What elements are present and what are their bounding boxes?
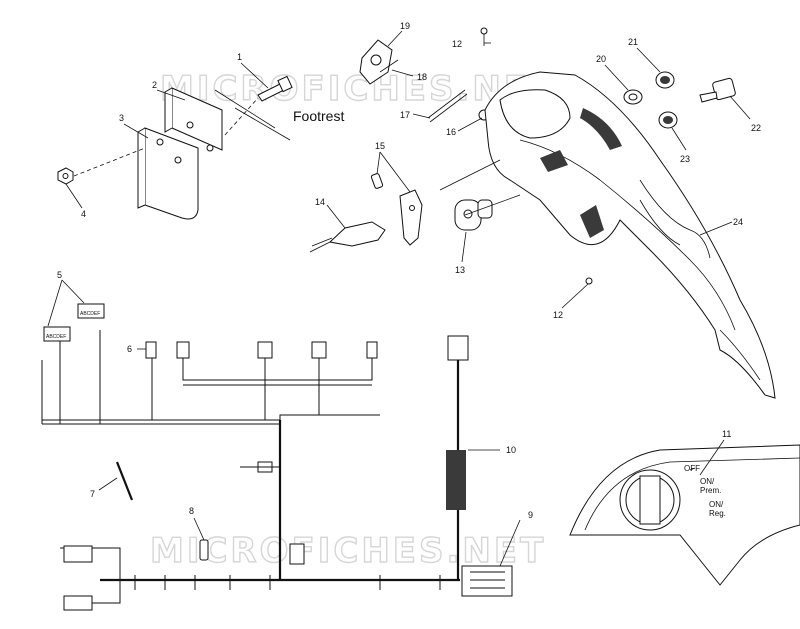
callout-3: 3 bbox=[119, 113, 124, 123]
ignition-switch-panel bbox=[569, 444, 800, 586]
callout-18: 18 bbox=[417, 72, 427, 82]
callout-21: 21 bbox=[628, 37, 638, 47]
leader-lines bbox=[47, 30, 751, 567]
connector-pins-right: ABCDEF bbox=[80, 311, 100, 317]
callout-20: 20 bbox=[596, 54, 606, 64]
callout-7: 7 bbox=[90, 489, 95, 499]
callout-11: 11 bbox=[722, 429, 731, 439]
side-panel bbox=[484, 71, 776, 399]
callout-17: 17 bbox=[400, 110, 410, 120]
callout-12-bottom: 12 bbox=[553, 310, 563, 320]
callout-15: 15 bbox=[375, 141, 385, 151]
switch-on-prem-label-2: Prem. bbox=[700, 486, 721, 495]
switch-on-reg-label-1: ON/ bbox=[709, 500, 724, 509]
callout-2: 2 bbox=[152, 80, 157, 90]
footrest-bracket bbox=[57, 75, 293, 220]
callout-1: 1 bbox=[237, 52, 242, 62]
wiring-harness: ABCDEF ABCDEF bbox=[41, 303, 513, 611]
callout-6: 6 bbox=[127, 344, 132, 354]
callout-16: 16 bbox=[446, 127, 456, 137]
switch-off-label: OFF bbox=[684, 464, 700, 473]
callout-14: 14 bbox=[315, 197, 325, 207]
label-footrest: Footrest bbox=[293, 108, 344, 124]
switch-on-reg-label-2: Reg. bbox=[709, 509, 726, 518]
callout-5: 5 bbox=[57, 270, 62, 280]
callout-10: 10 bbox=[506, 445, 516, 455]
switch-on-prem-label-1: ON/ bbox=[700, 477, 715, 486]
callout-12-top: 12 bbox=[452, 39, 462, 49]
callout-13: 13 bbox=[455, 265, 465, 275]
callout-23: 23 bbox=[680, 154, 690, 164]
callout-8: 8 bbox=[189, 506, 194, 516]
ignition-parts bbox=[309, 27, 593, 285]
callout-19: 19 bbox=[400, 21, 410, 31]
washers-and-key bbox=[623, 71, 736, 129]
callout-4: 4 bbox=[81, 209, 86, 219]
connector-pins-left: ABCDEF bbox=[46, 334, 66, 340]
callout-9: 9 bbox=[528, 510, 533, 520]
callout-24: 24 bbox=[733, 217, 743, 227]
watermark-bottom: MICROFICHES.NET bbox=[150, 531, 546, 571]
watermark-top: MICROFICHES.NET bbox=[160, 69, 556, 109]
callout-22: 22 bbox=[751, 123, 761, 133]
